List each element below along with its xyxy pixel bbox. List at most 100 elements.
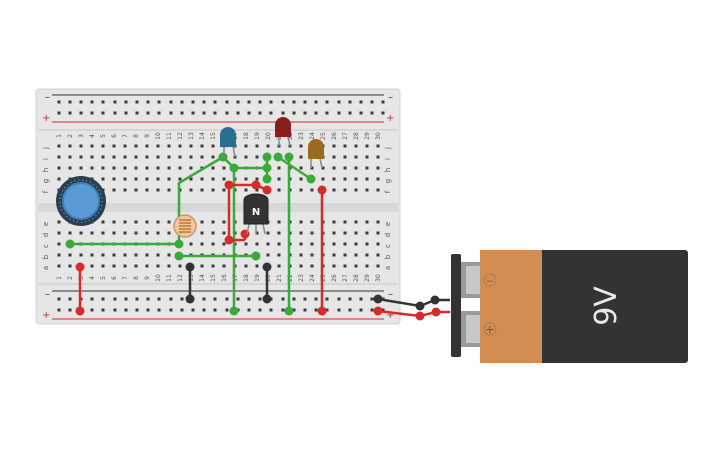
rail-hole[interactable] [281, 308, 285, 312]
terminal-hole[interactable] [57, 177, 61, 181]
rail-hole[interactable] [135, 100, 139, 104]
rail-hole[interactable] [135, 297, 139, 301]
terminal-hole[interactable] [343, 177, 347, 181]
terminal-hole[interactable] [365, 220, 369, 224]
terminal-hole[interactable] [211, 177, 215, 181]
wire-endpoint[interactable] [185, 294, 195, 304]
rail-hole[interactable] [381, 111, 385, 115]
rail-hole[interactable] [281, 111, 285, 115]
terminal-hole[interactable] [178, 264, 182, 268]
terminal-hole[interactable] [167, 177, 171, 181]
terminal-hole[interactable] [123, 166, 127, 170]
terminal-hole[interactable] [79, 166, 83, 170]
terminal-hole[interactable] [134, 155, 138, 159]
terminal-hole[interactable] [134, 253, 138, 257]
led-orange-body[interactable] [308, 139, 324, 159]
rail-hole[interactable] [169, 297, 173, 301]
terminal-hole[interactable] [57, 253, 61, 257]
terminal-hole[interactable] [222, 166, 226, 170]
rail-hole[interactable] [348, 297, 352, 301]
battery-positive-lead[interactable] [377, 309, 450, 318]
wire-endpoint[interactable] [262, 163, 272, 173]
rail-hole[interactable] [314, 297, 318, 301]
terminal-hole[interactable] [365, 264, 369, 268]
rail-hole[interactable] [57, 111, 61, 115]
terminal-hole[interactable] [178, 155, 182, 159]
terminal-hole[interactable] [167, 155, 171, 159]
rail-hole[interactable] [258, 100, 262, 104]
terminal-hole[interactable] [365, 253, 369, 257]
terminal-hole[interactable] [167, 264, 171, 268]
terminal-hole[interactable] [266, 231, 270, 235]
rail-hole[interactable] [213, 100, 217, 104]
rail-hole[interactable] [281, 297, 285, 301]
battery-clip[interactable] [451, 254, 461, 357]
terminal-hole[interactable] [211, 155, 215, 159]
rail-hole[interactable] [236, 100, 240, 104]
wire-endpoint[interactable] [262, 174, 272, 184]
terminal-hole[interactable] [354, 166, 358, 170]
terminal-hole[interactable] [123, 253, 127, 257]
terminal-hole[interactable] [255, 188, 259, 192]
terminal-hole[interactable] [376, 177, 380, 181]
terminal-hole[interactable] [266, 253, 270, 257]
terminal-hole[interactable] [134, 166, 138, 170]
rail-hole[interactable] [225, 100, 229, 104]
terminal-hole[interactable] [332, 264, 336, 268]
terminal-hole[interactable] [277, 242, 281, 246]
terminal-hole[interactable] [79, 144, 83, 148]
rail-hole[interactable] [381, 100, 385, 104]
rail-hole[interactable] [225, 308, 229, 312]
terminal-hole[interactable] [255, 177, 259, 181]
terminal-hole[interactable] [321, 166, 325, 170]
rail-hole[interactable] [247, 308, 251, 312]
rail-hole[interactable] [202, 111, 206, 115]
terminal-hole[interactable] [167, 220, 171, 224]
rail-hole[interactable] [146, 297, 150, 301]
battery-9v[interactable]: − + 9V [451, 250, 688, 363]
terminal-hole[interactable] [332, 177, 336, 181]
terminal-hole[interactable] [211, 144, 215, 148]
terminal-hole[interactable] [244, 155, 248, 159]
terminal-hole[interactable] [310, 242, 314, 246]
terminal-hole[interactable] [299, 144, 303, 148]
terminal-hole[interactable] [255, 242, 259, 246]
potentiometer-knob[interactable] [62, 182, 100, 220]
terminal-hole[interactable] [90, 144, 94, 148]
rail-hole[interactable] [281, 100, 285, 104]
wire-endpoint[interactable] [284, 152, 294, 162]
terminal-hole[interactable] [310, 220, 314, 224]
wire-endpoint[interactable] [415, 311, 425, 321]
transistor-body[interactable] [243, 193, 269, 225]
terminal-hole[interactable] [332, 188, 336, 192]
terminal-hole[interactable] [134, 231, 138, 235]
terminal-hole[interactable] [200, 220, 204, 224]
rail-hole[interactable] [269, 100, 273, 104]
led-red-body[interactable] [275, 117, 291, 137]
terminal-hole[interactable] [343, 253, 347, 257]
terminal-hole[interactable] [343, 155, 347, 159]
terminal-hole[interactable] [244, 242, 248, 246]
wire-endpoint[interactable] [431, 307, 441, 317]
led-blue-body[interactable] [220, 127, 236, 147]
wire-endpoint[interactable] [317, 185, 327, 195]
terminal-hole[interactable] [365, 177, 369, 181]
rail-hole[interactable] [381, 308, 385, 312]
terminal-hole[interactable] [376, 253, 380, 257]
rail-hole[interactable] [325, 111, 329, 115]
rail-hole[interactable] [169, 100, 173, 104]
transistor[interactable]: N [243, 193, 269, 235]
rail-hole[interactable] [124, 297, 128, 301]
terminal-hole[interactable] [255, 231, 259, 235]
terminal-hole[interactable] [211, 220, 215, 224]
rail-hole[interactable] [202, 100, 206, 104]
terminal-hole[interactable] [156, 220, 160, 224]
terminal-hole[interactable] [299, 264, 303, 268]
terminal-hole[interactable] [310, 231, 314, 235]
terminal-hole[interactable] [156, 144, 160, 148]
terminal-hole[interactable] [200, 242, 204, 246]
terminal-hole[interactable] [112, 155, 116, 159]
rail-hole[interactable] [247, 111, 251, 115]
rail-hole[interactable] [101, 100, 105, 104]
terminal-hole[interactable] [299, 155, 303, 159]
